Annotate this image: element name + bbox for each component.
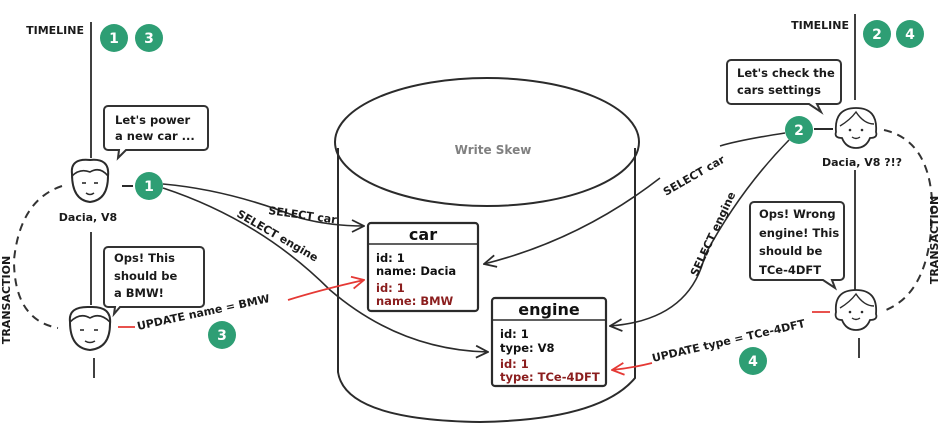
left-select-engine-arrow <box>162 187 488 352</box>
right-update-label: UPDATE type = TCe-4DFT <box>651 317 807 365</box>
left-timeline-badge-1: 1 <box>100 24 128 52</box>
svg-text:Let's power: Let's power <box>115 113 191 127</box>
right-select-engine-arrow <box>610 139 790 326</box>
database-cylinder: Write Skew <box>334 77 640 424</box>
svg-text:cars settings: cars settings <box>737 83 821 97</box>
svg-text:should be: should be <box>114 269 178 283</box>
right-update-arrow <box>612 363 653 370</box>
cylinder-top <box>334 77 640 207</box>
car-updated-name: name: BMW <box>376 294 454 308</box>
right-timeline-badge-4: 4 <box>896 20 924 48</box>
left-select-car-arrow <box>162 183 364 226</box>
left-timeline-label: TIMELINE <box>26 24 84 37</box>
engine-original-type: type: V8 <box>500 341 555 355</box>
svg-text:3: 3 <box>144 31 154 47</box>
right-select-engine-label: SELECT engine <box>688 190 738 279</box>
svg-text:1: 1 <box>109 31 119 47</box>
right-speech-bubble-1: Let's check the cars settings <box>726 59 842 115</box>
left-step-badge-1: 1 <box>135 172 163 200</box>
engine-updated-id: id: 1 <box>500 357 529 371</box>
svg-text:Let's check the: Let's check the <box>737 66 835 80</box>
right-timeline-label: TIMELINE <box>791 19 849 32</box>
right-person-avatar-2 <box>834 289 878 331</box>
car-updated-id: id: 1 <box>376 281 405 295</box>
engine-table: engine id: 1 type: V8 id: 1 type: TCe-4D… <box>490 296 608 388</box>
right-select-car-label: SELECT car <box>661 153 728 199</box>
left-transaction-label: TRANSACTION <box>0 256 13 344</box>
svg-text:should be: should be <box>759 244 823 258</box>
svg-text:2: 2 <box>872 27 882 43</box>
left-select-car-label: SELECT car <box>268 204 338 227</box>
right-person-avatar-1 <box>834 107 878 149</box>
right-state-label: Dacia, V8 ?!? <box>822 156 902 169</box>
svg-text:4: 4 <box>905 27 915 43</box>
database-title: Write Skew <box>455 143 532 157</box>
svg-text:2: 2 <box>794 123 804 139</box>
left-update-arrow <box>287 280 364 301</box>
car-original-id: id: 1 <box>376 251 405 265</box>
left-speech-bubble-1: Let's power a new car ... <box>103 105 209 161</box>
svg-text:engine! This: engine! This <box>759 226 839 240</box>
svg-text:1: 1 <box>144 179 154 195</box>
right-select-car-arrow <box>484 177 661 264</box>
left-speech-bubble-2: Ops! This should be a BMW! <box>103 246 205 318</box>
svg-text:Ops! This: Ops! This <box>114 251 175 265</box>
right-transaction-arc <box>883 129 934 311</box>
left-step-badge-3: 3 <box>208 321 236 349</box>
engine-updated-type: type: TCe-4DFT <box>500 370 600 384</box>
svg-text:3: 3 <box>217 328 227 344</box>
left-person-avatar-2 <box>68 305 112 352</box>
left-transaction-arc <box>12 185 63 329</box>
right-actor: TIMELINE 2 4 Let's check the cars settin… <box>726 14 941 375</box>
engine-original-id: id: 1 <box>500 327 529 341</box>
left-person-avatar-1 <box>70 158 110 204</box>
right-transaction-label: TRANSACTION <box>928 196 941 284</box>
left-state-label: Dacia, V8 <box>59 211 117 224</box>
svg-text:Ops! Wrong: Ops! Wrong <box>759 207 836 221</box>
svg-text:4: 4 <box>748 354 758 370</box>
car-original-name: name: Dacia <box>376 264 456 278</box>
car-table-title: car <box>409 225 437 244</box>
left-timeline-badge-3: 3 <box>135 24 163 52</box>
cylinder-body <box>337 148 636 424</box>
right-select-car-stub <box>719 132 786 147</box>
svg-text:a BMW!: a BMW! <box>114 286 164 300</box>
right-step-badge-2: 2 <box>785 116 813 144</box>
right-speech-bubble-2: Ops! Wrong engine! This should be TCe-4D… <box>749 201 845 291</box>
car-table: car id: 1 name: Dacia id: 1 name: BMW <box>366 221 480 313</box>
svg-text:a new car ...: a new car ... <box>115 129 195 143</box>
svg-text:TCe-4DFT: TCe-4DFT <box>759 263 821 277</box>
right-timeline-badge-2: 2 <box>863 20 891 48</box>
left-actor: TIMELINE 1 3 Let's power a new car ... D… <box>0 22 236 378</box>
right-step-badge-4: 4 <box>739 347 767 375</box>
engine-table-title: engine <box>518 300 580 319</box>
